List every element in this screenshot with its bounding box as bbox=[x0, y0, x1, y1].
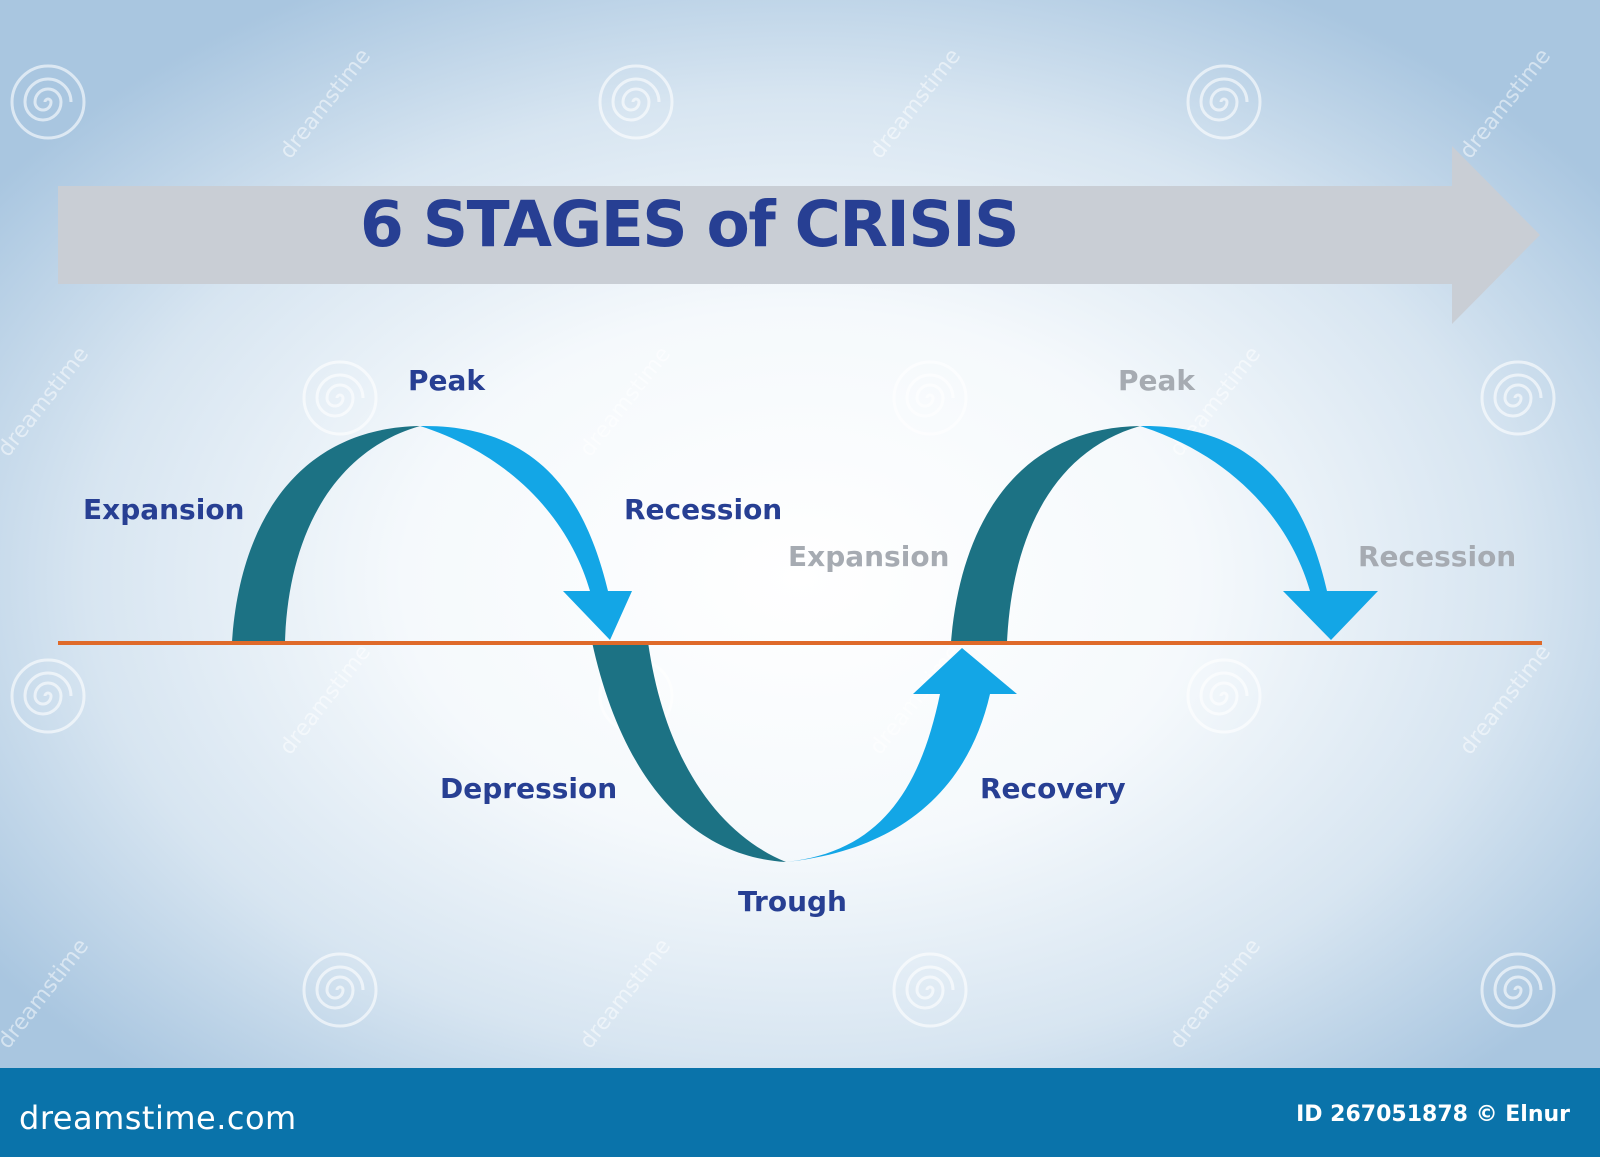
page-title: 6 STAGES of CRISIS bbox=[360, 188, 1020, 261]
label-peak: Peak bbox=[408, 364, 486, 397]
cycle-diagram bbox=[58, 146, 1542, 862]
banner-arrow bbox=[58, 146, 1540, 324]
footer-bar: dreamstime.com ID 267051878 © Elnur bbox=[0, 1068, 1600, 1157]
image-id-credit: ID 267051878 © Elnur bbox=[1296, 1102, 1570, 1127]
recession-arrow bbox=[420, 425, 632, 640]
label-expansion-faded: Expansion bbox=[788, 540, 950, 573]
recovery-arrow bbox=[786, 648, 1017, 862]
expansion-arrow bbox=[232, 426, 420, 642]
label-peak-faded: Peak bbox=[1118, 364, 1196, 397]
recession-arrow bbox=[1140, 425, 1378, 640]
label-recovery: Recovery bbox=[980, 772, 1126, 805]
label-expansion: Expansion bbox=[83, 493, 245, 526]
label-trough: Trough bbox=[738, 885, 847, 918]
label-depression: Depression bbox=[440, 772, 618, 805]
label-recession-faded: Recession bbox=[1358, 540, 1517, 573]
brand-logo: dreamstime.com bbox=[19, 1099, 297, 1137]
expansion-arrow bbox=[951, 426, 1140, 642]
depression-arrow bbox=[592, 642, 786, 862]
watermark-layer: dreamstime dreamstime dreamstime dreamst… bbox=[10, 64, 1556, 1028]
label-recession: Recession bbox=[624, 493, 783, 526]
